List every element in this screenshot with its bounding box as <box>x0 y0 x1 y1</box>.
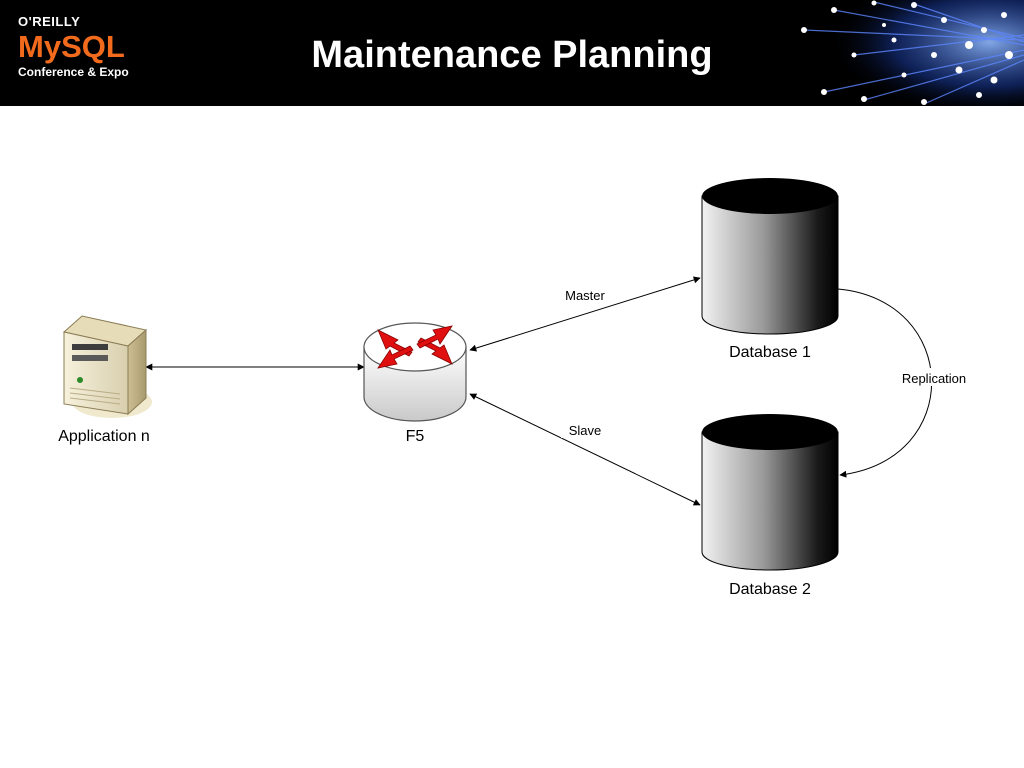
node-label-db2: Database 2 <box>729 581 811 598</box>
slide-title: Maintenance Planning <box>311 34 713 76</box>
logo-event: Conference & Expo <box>18 65 129 79</box>
connector-slave <box>469 393 701 506</box>
node-label-f5: F5 <box>406 428 425 445</box>
network-diagram: Master Slave Replication Application n F… <box>58 178 974 598</box>
edge-label-replication: Replication <box>902 371 966 386</box>
slide-header: O'REILLY MySQL Conference & Expo Mainten… <box>0 0 1024 106</box>
node-label-app: Application n <box>58 428 150 445</box>
logo-brand: MySQL <box>18 29 125 64</box>
router-icon <box>363 322 467 422</box>
edge-label-slave: Slave <box>569 423 602 438</box>
conference-logo: O'REILLY MySQL Conference & Expo <box>18 14 129 79</box>
server-icon <box>62 315 152 418</box>
fiber-optic-decoration <box>794 0 1024 106</box>
database-1-icon <box>701 178 839 335</box>
database-2-icon <box>701 414 839 571</box>
connector-master <box>469 276 701 352</box>
logo-publisher: O'REILLY <box>18 14 81 29</box>
edge-label-master: Master <box>565 288 605 303</box>
node-label-db1: Database 1 <box>729 344 811 361</box>
